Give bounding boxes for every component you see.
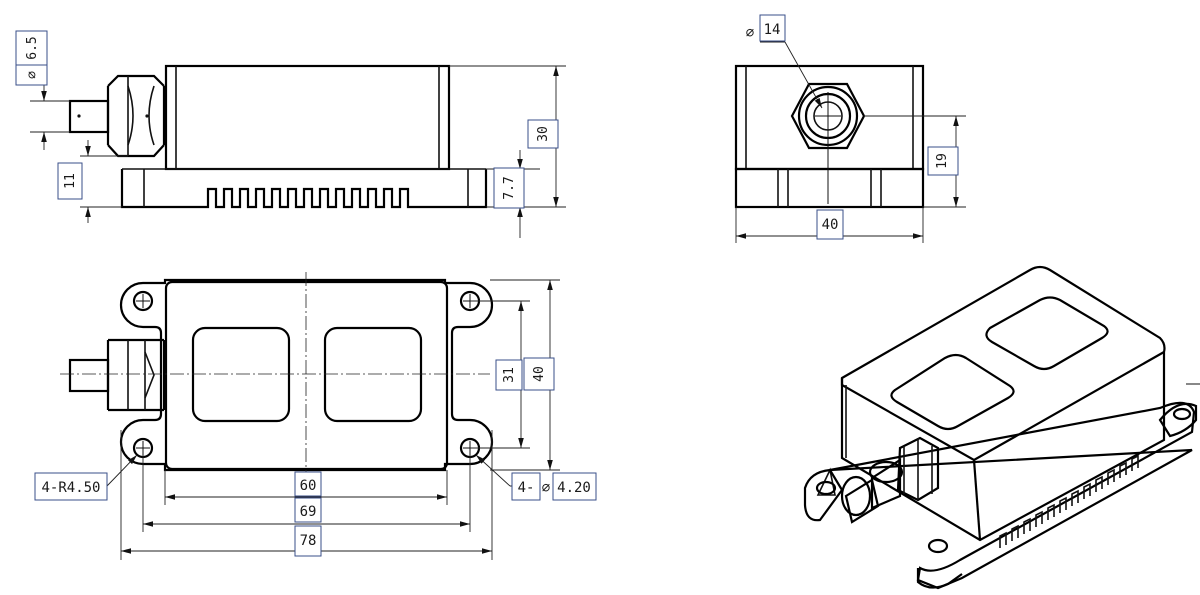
dim-hole-pitch-y: 31 — [495, 359, 523, 391]
svg-text:4.20: 4.20 — [557, 480, 591, 496]
svg-text:6.5: 6.5 — [25, 36, 40, 59]
iso-window-left — [890, 353, 1015, 431]
side-view — [734, 41, 966, 243]
svg-text:4-R4.50: 4-R4.50 — [41, 480, 100, 496]
side-body — [734, 64, 925, 171]
side-base — [734, 167, 925, 209]
dim-center-height: 19 — [927, 146, 959, 176]
top-window-right — [323, 326, 423, 423]
svg-text:40: 40 — [532, 366, 547, 382]
side-gland-hex — [790, 82, 866, 150]
hole-top-left — [132, 290, 154, 312]
top-body — [164, 280, 449, 471]
dim-gland-diameter: ⌀ 14 — [746, 14, 786, 42]
front-cable — [68, 99, 110, 134]
front-body — [164, 64, 451, 171]
svg-text:78: 78 — [300, 533, 317, 549]
svg-text:30: 30 — [536, 126, 551, 142]
svg-text:11: 11 — [63, 173, 78, 189]
front-base — [120, 169, 488, 209]
svg-text:⌀: ⌀ — [542, 480, 551, 496]
svg-text:40: 40 — [822, 217, 839, 233]
iso-gland — [896, 436, 940, 502]
dim-corner-radius: 4-R4.50 — [34, 472, 108, 501]
svg-text:19: 19 — [935, 153, 950, 169]
dim-gland-height: 11 — [57, 162, 83, 200]
dim-hole-diameter: 4- ⌀ 4.20 — [511, 472, 597, 501]
svg-text:7.7: 7.7 — [502, 176, 517, 199]
svg-text:69: 69 — [300, 504, 317, 520]
iso-cable — [840, 475, 872, 517]
isometric-view — [803, 265, 1200, 590]
svg-text:60: 60 — [300, 478, 317, 494]
dim-cable-diameter: 6.5 ⌀ — [15, 30, 48, 86]
iso-body — [840, 265, 1166, 542]
svg-text:⌀: ⌀ — [746, 25, 755, 41]
dim-total-height: 30 — [527, 119, 559, 149]
dim-body-length: 60 — [294, 471, 322, 497]
front-view — [30, 64, 566, 238]
top-window-left — [191, 326, 291, 423]
svg-text:14: 14 — [764, 22, 781, 38]
dim-hole-pitch-x: 69 — [294, 497, 322, 523]
top-cable — [68, 358, 110, 393]
dim-base-width: 40 — [523, 357, 555, 391]
dim-width: 40 — [816, 209, 844, 240]
svg-text:4-: 4- — [518, 480, 535, 496]
iso-window-right — [985, 296, 1109, 371]
iso-base — [829, 401, 1196, 590]
dim-base-height: 7.7 — [493, 167, 525, 209]
svg-text:31: 31 — [502, 367, 517, 383]
dim-total-length: 78 — [294, 525, 322, 557]
top-base — [119, 278, 494, 472]
svg-text:⌀: ⌀ — [25, 71, 40, 79]
